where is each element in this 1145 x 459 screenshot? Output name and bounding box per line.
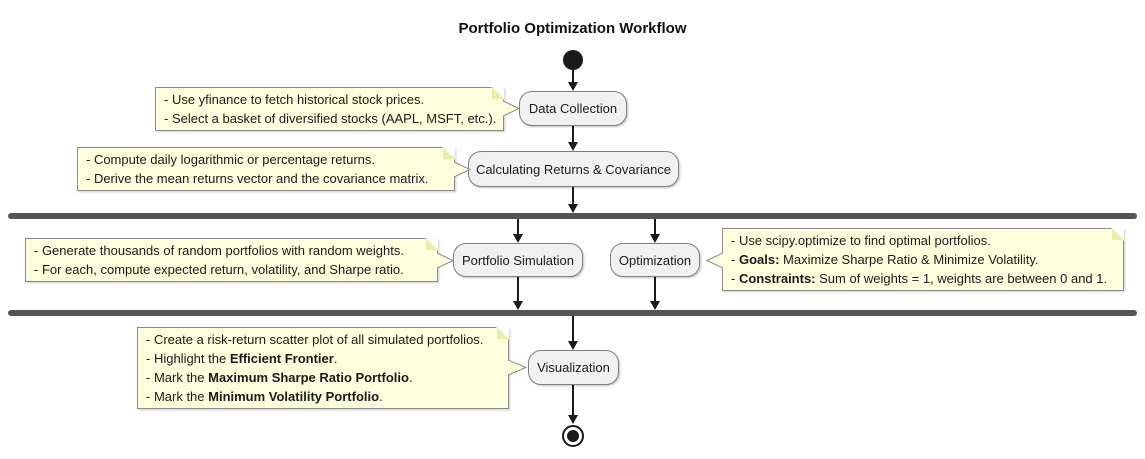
note-calculating-returns: - Compute daily logarithmic or percentag… bbox=[77, 147, 455, 191]
arrow-head bbox=[568, 341, 578, 350]
arrow-line bbox=[572, 187, 574, 205]
note-line: - Use yfinance to fetch historical stock… bbox=[164, 92, 425, 107]
note-line: - Mark the Minimum Volatility Portfolio. bbox=[146, 389, 383, 404]
note-optimization: - Use scipy.optimize to find optimal por… bbox=[722, 228, 1124, 291]
arrow-head bbox=[650, 234, 660, 243]
arrow-line bbox=[572, 316, 574, 342]
arrow-head bbox=[568, 142, 578, 151]
note-line: - Derive the mean returns vector and the… bbox=[86, 171, 429, 186]
activity-visualization: Visualization bbox=[528, 350, 619, 385]
activity-label: Portfolio Simulation bbox=[462, 252, 574, 268]
note-portfolio-simulation: - Generate thousands of random portfolio… bbox=[25, 238, 438, 282]
arrow-line bbox=[654, 277, 656, 302]
arrow-line bbox=[572, 126, 574, 143]
activity-label: Calculating Returns & Covariance bbox=[475, 161, 672, 177]
note-data-collection: - Use yfinance to fetch historical stock… bbox=[155, 87, 504, 131]
note-line: - Constraints: Sum of weights = 1, weigh… bbox=[731, 271, 1108, 286]
end-node-inner bbox=[567, 430, 579, 442]
join-bar bbox=[8, 310, 1137, 316]
activity-optimization: Optimization bbox=[610, 243, 700, 277]
arrow-head bbox=[650, 301, 660, 310]
arrow-head bbox=[513, 234, 523, 243]
note-line: - Create a risk-return scatter plot of a… bbox=[146, 332, 484, 347]
note-line: - Compute daily logarithmic or percentag… bbox=[86, 152, 376, 167]
note-pointer bbox=[706, 252, 723, 269]
note-line: - Goals: Maximize Sharpe Ratio & Minimiz… bbox=[731, 252, 1039, 267]
note-line: - Use scipy.optimize to find optimal por… bbox=[731, 233, 991, 248]
fork-bar bbox=[8, 213, 1137, 219]
arrow-head bbox=[568, 204, 578, 213]
note-line: - Generate thousands of random portfolio… bbox=[34, 243, 404, 258]
arrow-line bbox=[654, 219, 656, 235]
end-node bbox=[562, 425, 584, 447]
arrow-head bbox=[513, 301, 523, 310]
note-pointer bbox=[503, 100, 520, 117]
arrow-line bbox=[572, 70, 574, 83]
activity-label: Visualization bbox=[537, 360, 610, 375]
arrow-line bbox=[572, 385, 574, 416]
activity-calculating-returns-covariance: Calculating Returns & Covariance bbox=[468, 151, 679, 187]
diagram-title: Portfolio Optimization Workflow bbox=[458, 20, 687, 37]
activity-label: Data Collection bbox=[528, 101, 618, 116]
note-line: - Highlight the Efficient Frontier. bbox=[146, 351, 338, 366]
start-node bbox=[563, 50, 583, 70]
arrow-line bbox=[517, 277, 519, 302]
arrow-line bbox=[517, 219, 519, 235]
activity-data-collection: Data Collection bbox=[519, 91, 627, 126]
note-visualization: - Create a risk-return scatter plot of a… bbox=[137, 327, 509, 409]
activity-portfolio-simulation: Portfolio Simulation bbox=[453, 243, 583, 277]
note-line: - Mark the Maximum Sharpe Ratio Portfoli… bbox=[146, 370, 413, 385]
arrow-head bbox=[568, 82, 578, 91]
note-line: - Select a basket of diversified stocks … bbox=[164, 111, 497, 126]
note-pointer bbox=[508, 359, 527, 376]
activity-label: Optimization bbox=[618, 252, 692, 268]
note-line: - For each, compute expected return, vol… bbox=[34, 262, 404, 277]
arrow-head bbox=[568, 415, 578, 424]
note-pointer bbox=[437, 252, 454, 269]
